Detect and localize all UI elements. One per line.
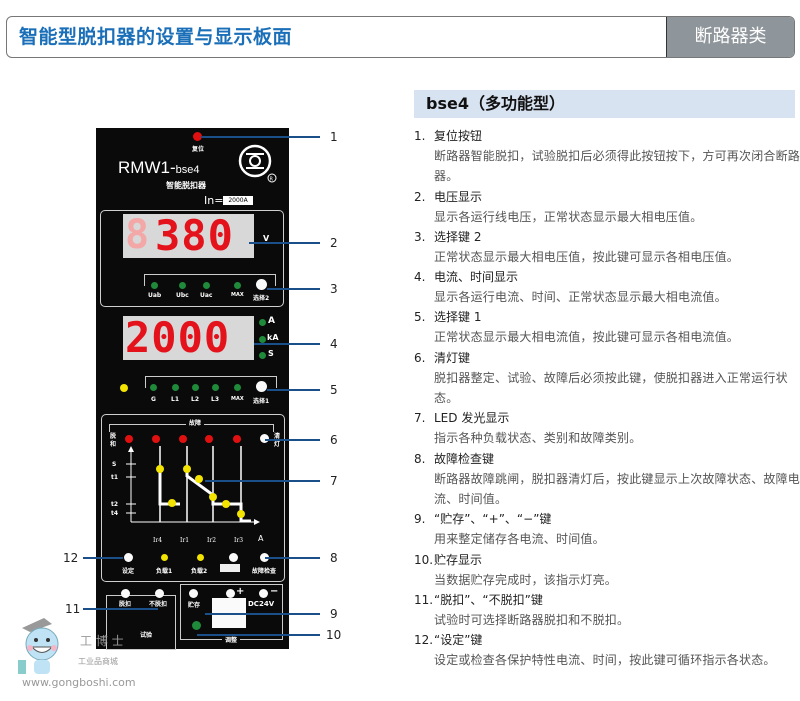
watermark-tagline: 工业品商城 (78, 657, 118, 666)
page-header: 智能型脱扣器的设置与显示板面 断路器类 (6, 16, 795, 58)
select1-button[interactable] (256, 381, 267, 392)
list-item: 6.清灯键脱扣器整定、试验、故障后必须按此键，使脱扣器进入正常运行状态。 (414, 350, 788, 406)
blank-button[interactable] (229, 553, 238, 562)
current-value: 2000 (125, 313, 231, 362)
model-subtitle: 智能脱扣器 (166, 181, 206, 190)
reset-label: 复位 (192, 146, 205, 153)
list-item: 4.电流、时间显示显示各运行电流、时间、正常状态显示最大相电流值。 (414, 270, 727, 305)
list-item: 2.电压显示显示各运行线电压，正常状态显示最大相电压值。 (414, 189, 703, 224)
mascot-logo-icon (18, 618, 59, 674)
test-section (106, 595, 176, 650)
protection-curve-diagram (126, 446, 260, 525)
store-indicator-led (192, 621, 201, 630)
in-label: In= (204, 194, 224, 207)
voltage-display: 8 380 (123, 211, 254, 260)
list-item: 12.“设定”键设定或检查各保护特性电流、时间，按此键可循环指示各状态。 (414, 633, 776, 668)
category-tab: 断路器类 (666, 17, 794, 57)
fault-curve-section (101, 414, 285, 582)
list-item: 7.LED 发光显示指示各种负载状态、类别和故障类别。 (414, 411, 642, 446)
list-item: 9.“贮存”、“+”、“−”键用来整定储存各电流、时间值。 (414, 512, 605, 547)
clear-light-button[interactable] (260, 434, 269, 443)
trip-unit-panel: 复位 RMW1-bse4 智能脱扣器 R In= 2000A 8 380 V U… (96, 128, 289, 650)
store-button[interactable] (189, 589, 198, 598)
page-title: 智能型脱扣器的设置与显示板面 (19, 26, 293, 48)
blank-label-plate (220, 564, 240, 572)
list-item: 10.贮存显示当数据贮存完成时，该指示灯亮。 (414, 552, 618, 587)
led-l1 (172, 384, 179, 391)
list-item: 8.故障检查键断路器故障跳闸，脱扣器清灯后，按此键显示上次故障状态、故障电流、时… (414, 451, 800, 506)
trip-button[interactable] (121, 589, 130, 598)
watermark-url: www.gongboshi.com (22, 676, 136, 689)
setting-button[interactable] (124, 553, 133, 562)
in-value: 2000A (223, 196, 253, 205)
led-vmax (234, 282, 241, 289)
watermark-brand: 工 博 士 (80, 634, 124, 648)
voltage-section (100, 210, 284, 307)
section-title: bse4（多功能型） (414, 90, 795, 118)
reset-button[interactable] (193, 132, 202, 141)
list-item: 11.“脱扣”、“不脱扣”键试验时可选择断路器脱扣和不脱扣。 (414, 592, 630, 627)
voltage-value: 380 (155, 211, 234, 260)
load2-led (197, 554, 204, 561)
minus-button[interactable] (259, 589, 268, 598)
led-uab (151, 282, 158, 289)
led-l3 (212, 384, 219, 391)
led-uac (203, 282, 210, 289)
plus-button[interactable] (226, 589, 235, 598)
brand-logo-icon: R (238, 144, 277, 183)
led-g (150, 384, 157, 391)
svg-text:R: R (270, 177, 274, 183)
led-ubc (179, 282, 186, 289)
select2-button[interactable] (256, 279, 267, 290)
voltage-unit: V (263, 234, 270, 243)
no-trip-button[interactable] (155, 589, 164, 598)
fault-check-button[interactable] (260, 553, 269, 562)
led-imax (234, 384, 241, 391)
current-display: 2000 (123, 313, 254, 362)
load1-led (161, 554, 168, 561)
feature-list: 1.复位按钮断路器智能脱扣，试验脱扣后必须得此按钮按下，方可再次闭合断路器。 2… (414, 126, 800, 670)
list-item: 1.复位按钮断路器智能脱扣，试验脱扣后必须得此按钮按下，方可再次闭合断路器。 (414, 129, 800, 184)
led-l2 (192, 384, 199, 391)
model-name: RMW1-bse4 (118, 158, 200, 177)
status-led-yellow (120, 384, 128, 392)
